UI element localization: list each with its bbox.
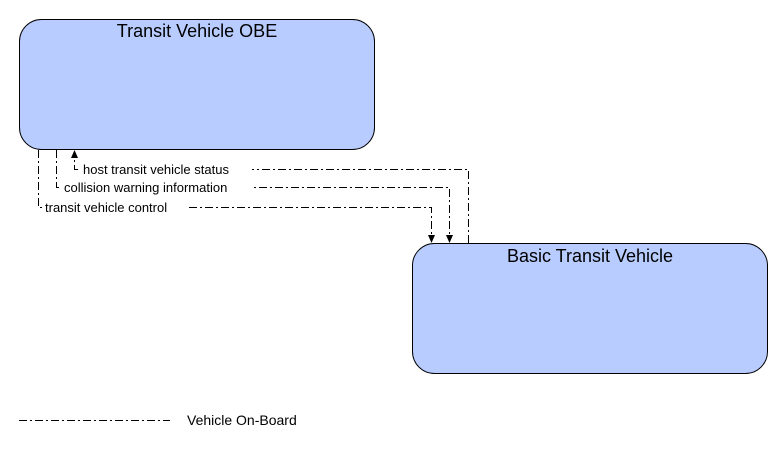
arrow-down-icon <box>446 235 453 243</box>
flow-line <box>38 150 432 237</box>
flow-line <box>56 150 450 237</box>
flow-transit-vehicle-control[interactable]: transit vehicle control <box>38 150 436 243</box>
legend: Vehicle On-Board <box>19 412 297 428</box>
label-background <box>80 162 252 177</box>
node-box <box>412 243 768 374</box>
flow-label: collision warning information <box>64 180 227 195</box>
flow-host-transit-vehicle-status[interactable]: host transit vehicle status <box>71 150 469 243</box>
arrow-up-icon <box>71 150 78 158</box>
node-transit-vehicle-obe[interactable]: Transit Vehicle OBE <box>19 19 375 150</box>
node-basic-transit-vehicle[interactable]: Basic Transit Vehicle <box>412 243 768 374</box>
node-box <box>19 19 375 150</box>
label-background <box>42 200 188 215</box>
node-title: Transit Vehicle OBE <box>117 21 277 41</box>
flow-line <box>74 156 469 243</box>
flow-collision-warning-information[interactable]: collision warning information <box>56 150 454 243</box>
legend-label: Vehicle On-Board <box>187 412 297 428</box>
flow-label: transit vehicle control <box>45 200 167 215</box>
label-background <box>61 180 254 195</box>
arrow-down-icon <box>428 235 435 243</box>
node-title: Basic Transit Vehicle <box>507 246 673 266</box>
flow-label: host transit vehicle status <box>83 162 229 177</box>
